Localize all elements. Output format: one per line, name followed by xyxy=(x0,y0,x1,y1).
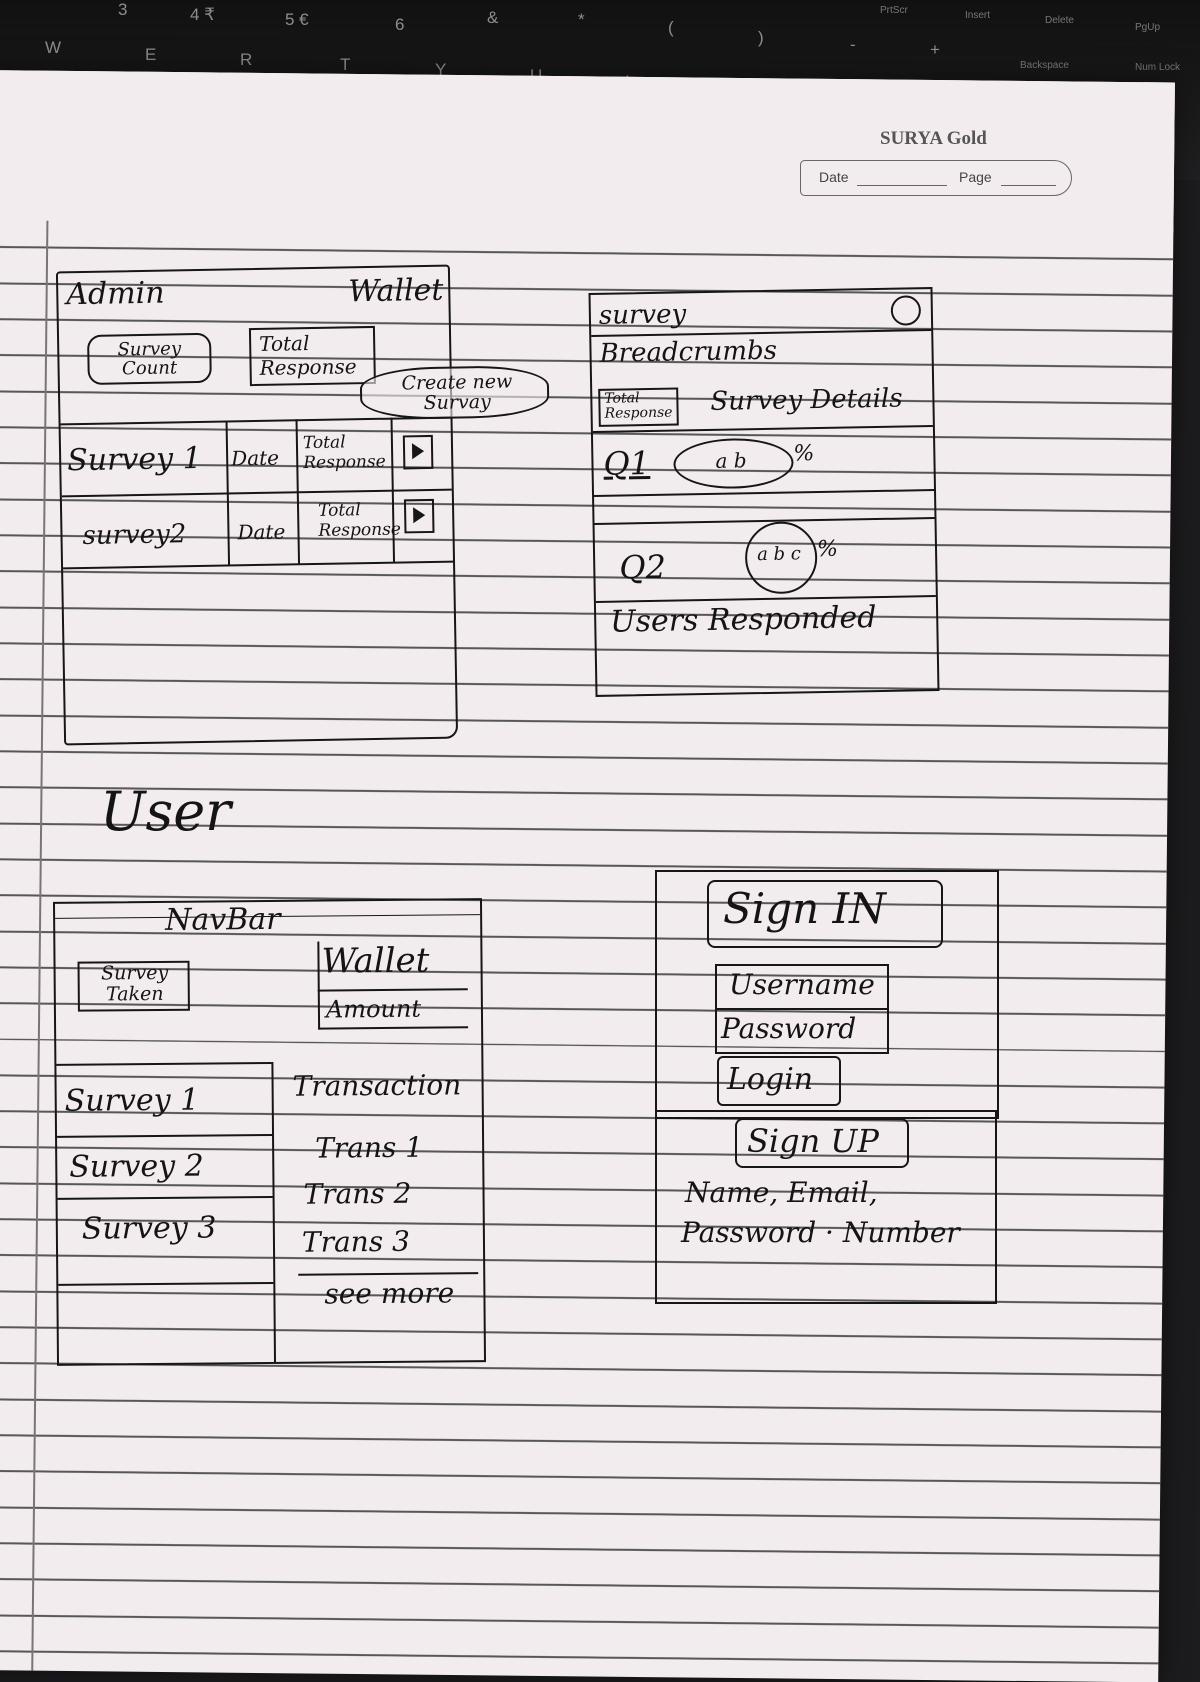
password-field[interactable]: Password xyxy=(715,1008,889,1054)
key: R xyxy=(240,50,253,69)
breadcrumbs[interactable]: Breadcrumbs xyxy=(599,335,778,369)
key: Num Lock xyxy=(1135,62,1181,73)
sign-up-button[interactable]: Sign UP xyxy=(735,1118,909,1168)
total-response-label: Total Response xyxy=(258,331,357,380)
wallet-link[interactable]: Wallet xyxy=(347,272,444,310)
transaction-item[interactable]: Trans 3 xyxy=(301,1224,410,1259)
total-response-card: Total Response xyxy=(248,325,376,387)
page-label: Page xyxy=(959,169,992,185)
sign-up-label: Sign UP xyxy=(747,1122,879,1160)
survey-responses: Total Response xyxy=(317,500,402,541)
login-label: Login xyxy=(727,1062,814,1097)
question-label: Q1 xyxy=(603,443,651,483)
survey-details-heading: Survey Details xyxy=(710,383,903,417)
sign-up-fields: Password · Number xyxy=(681,1216,960,1249)
pie-chart-labels: a b xyxy=(715,448,747,473)
list-item[interactable]: Survey 3 xyxy=(58,1196,274,1270)
percent-label: % xyxy=(793,441,815,467)
survey-item-label: Survey 1 xyxy=(64,1082,200,1119)
create-survey-label: Create new Survay xyxy=(401,370,513,415)
user-section-heading: User xyxy=(100,780,231,843)
transactions-heading: Transaction xyxy=(292,1068,462,1103)
sign-in-heading: Sign IN xyxy=(723,884,886,933)
list-item[interactable]: Survey 2 xyxy=(57,1134,273,1198)
wallet-label: Wallet xyxy=(321,940,430,982)
total-responses-card: Total Response xyxy=(598,387,679,427)
wallet-card: Wallet Amount xyxy=(317,940,469,1030)
key: W xyxy=(45,38,62,57)
notebook-brand: SURYA Gold xyxy=(880,128,987,149)
total-responses-label: Total Response xyxy=(604,390,673,422)
key: 6 xyxy=(395,15,405,34)
transaction-item[interactable]: Trans 2 xyxy=(303,1176,412,1211)
key: * xyxy=(578,10,585,29)
key: PgUp xyxy=(1135,22,1161,33)
survey-count-label: Survey Count xyxy=(117,338,182,380)
date-label: Date xyxy=(819,169,849,185)
username-field[interactable]: Username xyxy=(715,964,889,1010)
sign-in-heading-box: Sign IN xyxy=(707,880,943,948)
pie-chart-icon: a b xyxy=(673,437,794,490)
key: & xyxy=(487,8,499,27)
password-placeholder: Password xyxy=(721,1012,857,1045)
pie-chart-icon: a b c xyxy=(744,521,818,595)
date-page-box: Date Page xyxy=(800,160,1072,196)
sign-up-fields: Name, Email, xyxy=(685,1176,878,1209)
survey-item-label: Survey 2 xyxy=(69,1148,204,1185)
survey-title: survey xyxy=(598,299,687,331)
key: 3 xyxy=(118,0,128,19)
login-button[interactable]: Login xyxy=(717,1056,841,1106)
key: ( xyxy=(668,18,674,37)
table-row[interactable]: Survey 1 Date Total Response xyxy=(61,417,452,566)
key: + xyxy=(930,40,940,59)
transaction-item[interactable]: Trans 1 xyxy=(314,1130,424,1165)
key: 4 ₹ xyxy=(190,5,215,24)
key: Y xyxy=(435,60,447,79)
key: 5 € xyxy=(285,10,309,29)
auth-wireframe: Sign IN Username Password Login Sign UP … xyxy=(655,870,1000,1304)
pie-chart-labels: a b c xyxy=(756,543,802,566)
admin-title: Admin xyxy=(65,275,165,313)
surveys-taken-card: Survey Taken xyxy=(77,960,190,1012)
sign-in-panel: Sign IN Username Password Login xyxy=(655,870,999,1119)
survey-name: Survey 1 xyxy=(66,440,202,479)
surveys-taken-label: Survey Taken xyxy=(100,961,169,1006)
survey-detail-wireframe: survey Breadcrumbs Total Response Survey… xyxy=(588,287,940,697)
view-survey-icon[interactable] xyxy=(403,498,435,534)
key: Backspace xyxy=(1020,60,1069,71)
create-new-survey-button[interactable]: Create new Survay xyxy=(359,364,550,421)
user-dashboard-wireframe: NavBar Survey Taken Wallet Amount Survey… xyxy=(52,898,487,1366)
survey-name: survey2 xyxy=(82,519,187,552)
survey-date: Date xyxy=(230,445,280,471)
survey-responses: Total Response xyxy=(302,432,386,474)
admin-dashboard-wireframe: Admin Wallet Survey Count Total Response… xyxy=(55,264,550,746)
percent-label: % xyxy=(816,536,839,563)
username-placeholder: Username xyxy=(729,968,875,1001)
key: PrtScr xyxy=(880,5,908,16)
survey-count-card: Survey Count xyxy=(87,332,212,385)
see-more-link[interactable]: see more xyxy=(298,1272,479,1318)
list-item[interactable]: Survey 1 xyxy=(56,1062,272,1136)
view-survey-icon[interactable] xyxy=(402,434,434,470)
survey-date: Date xyxy=(237,519,286,545)
navbar-label: NavBar xyxy=(164,901,281,938)
key: E xyxy=(145,45,157,64)
key: ) xyxy=(758,28,764,47)
question-label: Q2 xyxy=(618,547,667,587)
table-row[interactable]: survey2 Date Total Response xyxy=(62,489,453,568)
sign-up-panel: Sign UP Name, Email, Password · Number xyxy=(655,1110,997,1304)
survey-item-label: Survey 3 xyxy=(81,1210,217,1247)
key: Delete xyxy=(1045,15,1074,26)
key: Insert xyxy=(965,10,991,21)
key: T xyxy=(340,55,351,74)
profile-icon[interactable] xyxy=(890,295,922,326)
users-responded-label[interactable]: Users Responded xyxy=(609,600,877,640)
wallet-amount: Amount xyxy=(325,994,422,1024)
see-more-label: see more xyxy=(324,1276,455,1311)
key: - xyxy=(850,35,856,54)
